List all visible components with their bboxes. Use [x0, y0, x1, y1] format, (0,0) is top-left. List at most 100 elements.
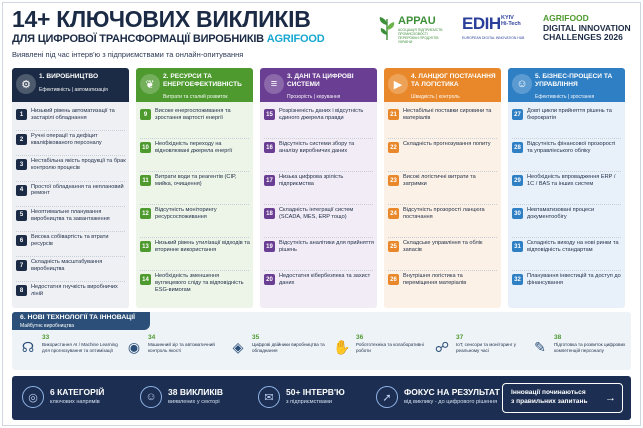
challenge-text: Відсутність аналітики для прийняття ріше…	[279, 240, 374, 253]
challenge-number: 32	[512, 274, 523, 285]
challenge-number: 13	[140, 241, 151, 252]
challenge-text: Відсутність фінансової прозорості та упр…	[527, 141, 616, 154]
challenge-text: Відсутність системи збору та аналізу вир…	[279, 141, 355, 154]
challenge-number: 25	[388, 241, 399, 252]
vision-eye-icon: ◉	[127, 338, 141, 355]
new-tech-tag: 6. НОВІ ТЕХНОЛОГІЇ ТА ІННОВАЦІЇ Майбутнє…	[12, 312, 150, 330]
edih-hub: EUROPEAN DIGITAL INNOVATION HUB	[462, 36, 525, 40]
page-subtitle: ДЛЯ ЦИФРОВОЇ ТРАНСФОРМАЦІЇ ВИРОБНИКІВ AG…	[12, 33, 325, 45]
appau-name: APPAU	[398, 15, 436, 27]
challenge-number: 14	[140, 274, 151, 285]
database-icon: ≡	[264, 74, 284, 94]
item-divider	[388, 138, 497, 139]
challenge-number: 12	[140, 208, 151, 219]
tagline: Виявлені під час інтерв'ю з підприємства…	[12, 50, 244, 59]
challenge-text: Недостатня кібербезпека та захист даних	[279, 273, 371, 286]
new-tech-title: 6. НОВІ ТЕХНОЛОГІЇ ТА ІННОВАЦІЇ	[20, 314, 135, 321]
training-icon: ✎	[534, 338, 546, 355]
tech-text: Машинний зір та автоматичний контроль як…	[148, 342, 215, 353]
item-divider	[16, 130, 125, 132]
challenge-item: 29 Необхідність впровадження ERP / 1С / B…	[512, 174, 622, 196]
column-title: 4. ЛАНЦЮГ ПОСТАЧАННЯ ТА ЛОГІСТИКА	[411, 73, 496, 88]
challenge-text: Витрати води та реагентів (CIP, мийка, о…	[155, 174, 237, 187]
challenge-text: Низький рівень автоматизації та застаріл…	[31, 108, 115, 121]
tech-text: Цифрові двійники виробництва та обладнан…	[252, 342, 325, 353]
challenge-number: 11	[140, 175, 151, 186]
people-group-icon: ☺	[140, 386, 162, 408]
item-divider	[512, 237, 621, 238]
challenge-number: 20	[264, 274, 275, 285]
challenge-number: 17	[264, 175, 275, 186]
item-divider	[16, 180, 125, 182]
challenge-number: 10	[140, 142, 151, 153]
cta-line1: Інновації починаються	[511, 389, 586, 396]
challenges-line1: AGRIFOOD	[543, 13, 589, 23]
challenge-text: Нестабільна якість продукції та брак кон…	[31, 158, 126, 172]
page-title: 14+ КЛЮЧОВИХ ВИКЛИКІВ	[12, 6, 311, 32]
cta-line2: з правильних запитань	[511, 397, 588, 405]
stat-label: від виклику - до цифрового рішення	[404, 399, 498, 405]
challenge-number: 22	[388, 142, 399, 153]
rocket-icon: ➚	[376, 386, 398, 408]
challenge-number: 28	[512, 142, 523, 153]
challenge-number: 19	[264, 241, 275, 252]
challenge-item: 14 Необхідність зменшення вуглецевого слі…	[140, 273, 250, 295]
challenge-text: Необхідність впровадження ERP / 1С / BAS…	[527, 174, 616, 187]
challenge-text: Складське управління та облік запасів	[403, 240, 483, 253]
item-divider	[388, 270, 497, 271]
item-divider	[264, 204, 373, 205]
challenges-logo: AGRIFOOD DIGITAL INNOVATION CHALLENGES 2…	[543, 13, 635, 43]
challenge-text: Відсутність прозорості ланцюга постачанн…	[403, 207, 485, 220]
truck-icon: ▶	[388, 74, 408, 94]
challenge-text: Складність виходу на нові ринки та відпо…	[527, 240, 619, 253]
challenge-text: Низький рівень утилізації відходів та вт…	[155, 240, 250, 253]
tech-text: IoT, сенсори та моніторинг у реальному ч…	[456, 342, 517, 353]
item-divider	[140, 171, 249, 172]
subtitle-accent: AGRIFOOD	[266, 33, 325, 45]
factory-gear-icon: ⚙	[16, 74, 36, 94]
challenges-line3: CHALLENGES 2026	[543, 32, 623, 42]
challenge-number: 7	[16, 260, 27, 272]
challenge-number: 30	[512, 208, 523, 219]
item-divider	[264, 138, 373, 139]
item-divider	[16, 155, 125, 157]
challenge-number: 24	[388, 208, 399, 219]
challenge-text: Необхідність зменшення вуглецевого сліду…	[155, 273, 244, 293]
challenge-text: Неоптимальне планування виробництва та з…	[31, 208, 110, 222]
challenge-text: Нестабільні поставки сировини та матеріа…	[403, 108, 492, 121]
digital-twin-cube-icon: ◈	[232, 338, 244, 355]
challenge-text: Розрізненість даних і відсутність єдиног…	[279, 108, 364, 121]
challenge-item: 24 Відсутність прозорості ланцюга постача…	[388, 207, 498, 229]
challenge-number: 29	[512, 175, 523, 186]
challenge-number: 2	[16, 134, 27, 146]
arrow-right-icon: →	[605, 392, 616, 404]
